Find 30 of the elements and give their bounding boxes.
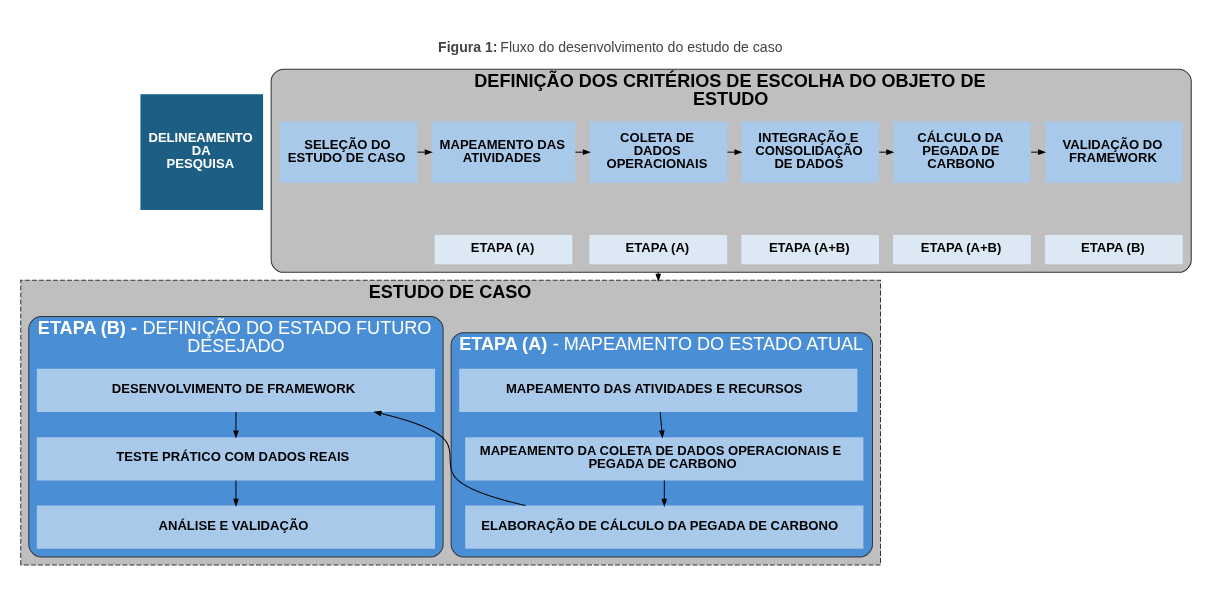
- arrow: [659, 411, 665, 439]
- arrow: [233, 411, 239, 439]
- arrow: [661, 480, 668, 507]
- arrow: [878, 149, 895, 155]
- node-box: MAPEAMENTO DAS ATIVIDADES: [431, 121, 576, 183]
- node-box: ETAPA (A+B): [893, 235, 1031, 265]
- arrow: [726, 149, 743, 155]
- node-box: COLETA DE DADOS OPERACIONAIS: [589, 121, 728, 183]
- diagram-title: Figura 1: Fluxo do desenvolvimento do estudo de caso: [438, 39, 783, 56]
- node-box: CÁLCULO DA PEGADA DE CARBONO: [893, 121, 1031, 183]
- node-box: VALIDAÇÃO DO FRAMEWORK: [1044, 121, 1183, 183]
- node-box: DESENVOLVIMENTO DE FRAMEWORK: [36, 368, 436, 413]
- arrow: [233, 480, 239, 507]
- arrow: [574, 149, 591, 155]
- node-box: SELEÇÃO DO ESTUDO DE CASO: [279, 121, 418, 183]
- node-box: MAPEAMENTO DAS ATIVIDADES E RECURSOS: [459, 368, 858, 413]
- arrow: [417, 149, 433, 155]
- node-box: ANÁLISE E VALIDAÇÃO: [36, 505, 436, 549]
- arrow: [1030, 149, 1047, 155]
- node-box: INTEGRAÇÃO E CONSOLIDAÇÃO DE DADOS: [741, 121, 879, 183]
- node-box: ETAPA (A): [589, 235, 728, 265]
- node-box: TESTE PRÁTICO COM DADOS REAIS: [36, 437, 436, 481]
- arrow: [655, 271, 662, 282]
- node-box: ETAPA (A): [434, 235, 573, 265]
- node-box: ELABORAÇÃO DE CÁLCULO DA PEGADA DE CARBONO: [465, 505, 864, 549]
- node-box: ETAPA (A+B): [741, 235, 879, 265]
- node-box: DELINEAMENTO DA PESQUISA: [140, 94, 264, 210]
- arrow: [373, 410, 526, 507]
- node-box: MAPEAMENTO DA COLETA DE DADOS OPERACIONAIS E PEGADA DE CARBONO: [465, 437, 864, 481]
- node-box: ETAPA (B): [1044, 235, 1183, 265]
